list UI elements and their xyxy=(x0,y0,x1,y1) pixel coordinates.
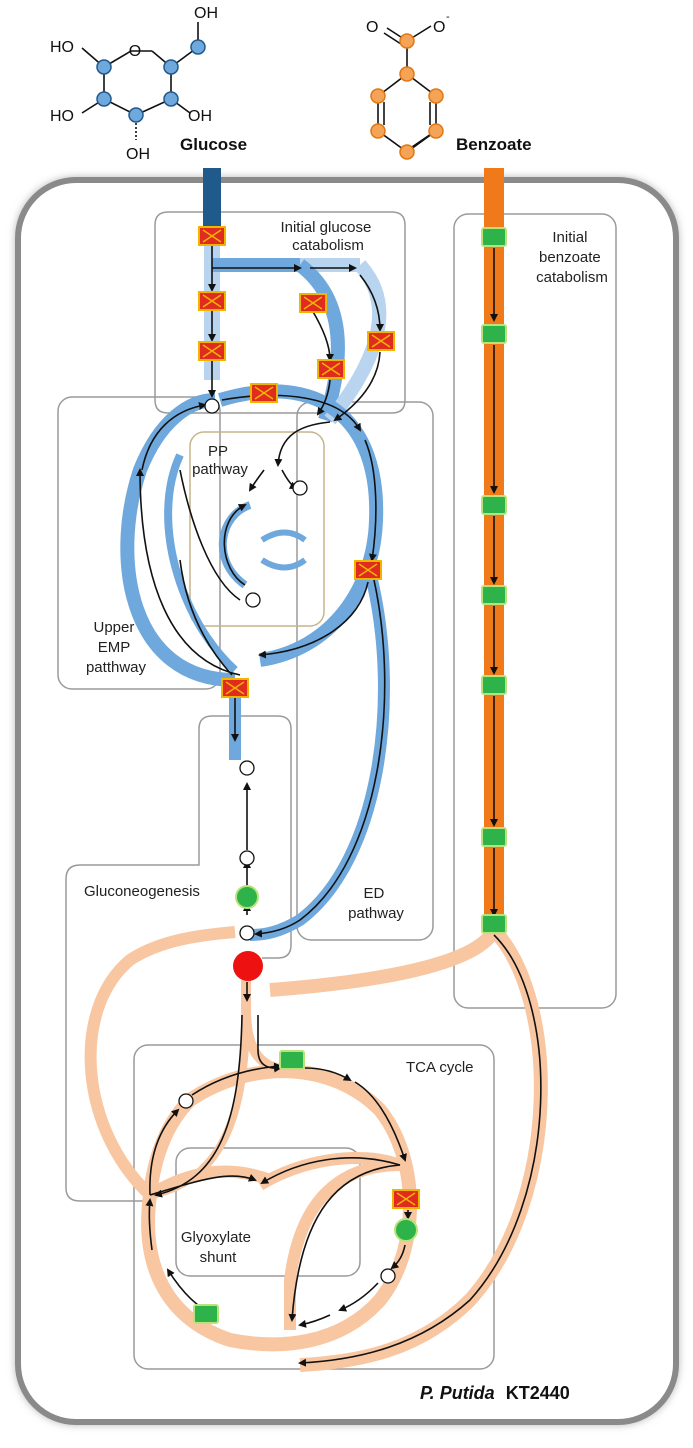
reaction-arrows xyxy=(136,246,542,1367)
metabolite-nodes xyxy=(178,398,396,1284)
glucose-label: Glucose xyxy=(180,135,247,154)
pp-box xyxy=(189,431,325,627)
up-regulated-markers xyxy=(193,227,507,1324)
metabolite-node xyxy=(239,925,255,941)
benzoate-label: Benzoate xyxy=(456,135,532,154)
ed-pathway-label: ED pathway xyxy=(348,885,404,922)
negative-charge: - xyxy=(446,11,450,23)
organism-label: P. Putida KT2440 xyxy=(420,1383,570,1403)
down-marker xyxy=(367,331,395,351)
up-marker-circle xyxy=(235,885,259,909)
down-marker xyxy=(299,293,327,313)
pp-pathway-label: PP pathway xyxy=(192,443,248,478)
up-marker xyxy=(481,675,507,695)
down-marker xyxy=(198,291,226,311)
down-marker xyxy=(354,560,382,580)
inverted-node xyxy=(233,951,263,981)
gluconeogenesis-outline xyxy=(65,715,292,1202)
down-marker xyxy=(392,1189,420,1209)
up-marker-circle xyxy=(394,1218,418,1242)
oh-right: OH xyxy=(188,108,212,125)
down-marker xyxy=(250,383,278,403)
metabolite-node xyxy=(239,760,255,776)
up-marker xyxy=(481,585,507,605)
oh-bottom: OH xyxy=(126,146,150,163)
metabolite-node xyxy=(239,850,255,866)
up-marker xyxy=(279,1050,305,1070)
up-marker xyxy=(481,914,507,934)
down-marker xyxy=(198,341,226,361)
metabolite-node xyxy=(380,1268,396,1284)
up-marker xyxy=(481,495,507,515)
metabolite-node xyxy=(245,592,261,608)
gluconeogenesis-label: Gluconeogenesis xyxy=(84,883,200,900)
initial-benzoate-label: Initial benzoate catabolism xyxy=(536,229,608,286)
metabolite-node xyxy=(178,1093,194,1109)
benzoate-structure: O O - Benzoate xyxy=(366,11,532,160)
up-marker xyxy=(481,227,507,247)
glyoxylate-box xyxy=(175,1147,361,1277)
oh-top: OH xyxy=(194,5,218,22)
down-marker xyxy=(221,678,249,698)
glyoxylate-shunt-label: Glyoxylate shunt xyxy=(181,1229,255,1266)
oh-left-top: HO xyxy=(50,39,74,56)
o-single: O xyxy=(433,19,445,36)
upper-emp-label: Upper EMP patthway xyxy=(86,619,147,676)
down-marker xyxy=(198,226,226,246)
ring-oxygen: O xyxy=(129,43,141,60)
glucose-structure: O OH HO HO OH OH Glucose xyxy=(50,5,247,163)
o-double: O xyxy=(366,19,378,36)
down-marker xyxy=(317,359,345,379)
initial-glucose-box xyxy=(154,211,406,414)
ed-box xyxy=(296,401,434,941)
up-marker xyxy=(481,324,507,344)
metabolite-node xyxy=(204,398,220,414)
tca-cycle-label: TCA cycle xyxy=(406,1059,474,1076)
metabolite-node xyxy=(292,480,308,496)
initial-glucose-label: Initial glucose catabolism xyxy=(280,219,375,254)
up-marker xyxy=(193,1304,219,1324)
down-regulated-markers xyxy=(198,226,420,1209)
up-marker xyxy=(481,827,507,847)
oh-left-bottom: HO xyxy=(50,108,74,125)
